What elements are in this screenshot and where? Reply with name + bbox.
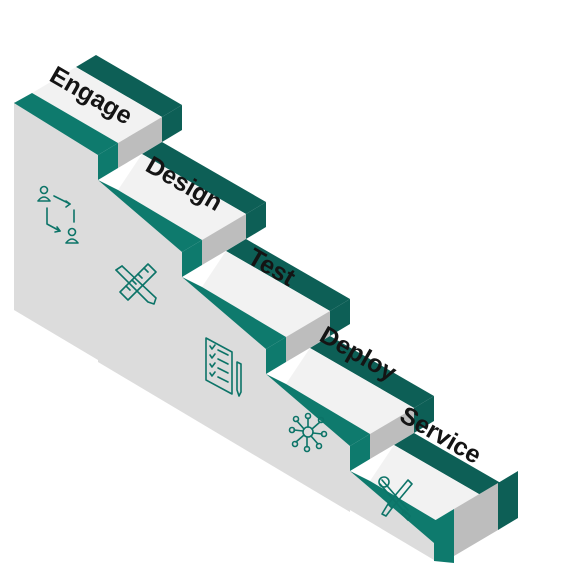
step-engage: Engage <box>14 55 182 360</box>
wrench-screwdriver-icon <box>378 476 413 521</box>
step-design: Design <box>98 142 266 412</box>
step-test: Test <box>182 239 350 462</box>
people-cycle-icon <box>37 185 79 244</box>
checklist-icon <box>205 337 242 397</box>
pencil-ruler-icon <box>115 263 157 305</box>
network-hub-icon <box>288 412 328 453</box>
